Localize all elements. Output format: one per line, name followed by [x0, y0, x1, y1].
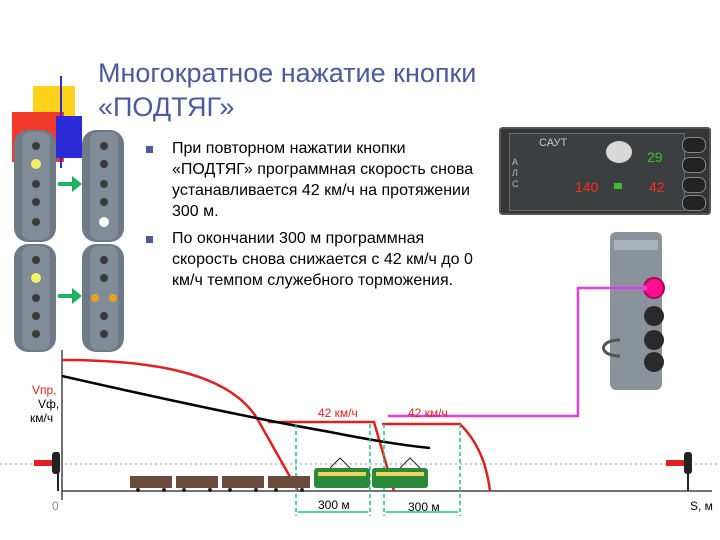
freight-wagons: [130, 476, 310, 492]
wayside-signal-right: [666, 452, 692, 491]
y-label-vf: Vф,: [38, 397, 60, 411]
saut-panel: САУТ АЛС 29 140 42: [499, 127, 711, 215]
speed-label-2: 42 км/ч: [408, 406, 448, 420]
link-dot: [641, 285, 647, 291]
decor-vertical-line: [60, 76, 62, 168]
bullet-item-2: По окончании 300 м программная скорость …: [146, 228, 481, 291]
page-title: Многократное нажатие кнопки «ПОДТЯГ»: [98, 56, 568, 124]
panel-button-2[interactable]: [682, 157, 706, 173]
speed-red-right-readout: 42: [649, 179, 665, 195]
signal-lamp-unit-1: [14, 130, 56, 242]
control-button-box: [602, 232, 665, 390]
saut-side-label: АЛС: [512, 157, 519, 189]
bullet-item-1: При повторном нажатии кнопки «ПОДТЯГ» пр…: [146, 138, 481, 222]
title-line-2: «ПОДТЯГ»: [98, 92, 235, 122]
arrow-right-icon: [58, 288, 82, 304]
distance-label-1: 300 м: [318, 498, 350, 512]
box-button-3: [644, 330, 664, 350]
speed-label-1: 42 км/ч: [318, 406, 358, 420]
locomotive: [314, 457, 428, 488]
saut-label: САУТ: [539, 137, 568, 149]
title-line-1: Многократное нажатие кнопки: [98, 58, 477, 88]
triangle-indicator-icon: [606, 141, 632, 163]
signal-lamp-unit-4: [82, 244, 124, 352]
panel-button-3[interactable]: [682, 177, 706, 193]
box-button-2: [644, 306, 664, 326]
distance-label-2: 300 м: [408, 500, 440, 514]
bullet-list: При повторном нажатии кнопки «ПОДТЯГ» пр…: [146, 138, 481, 297]
signal-lamp-unit-2: [82, 130, 124, 242]
y-label-vpr: Vпр,: [32, 383, 57, 397]
box-button-4: [644, 352, 664, 372]
program-speed-curve: [61, 358, 300, 492]
panel-button-1[interactable]: [682, 137, 706, 153]
panel-button-4[interactable]: [682, 195, 706, 211]
y-label-unit: км/ч: [30, 411, 54, 425]
x-axis-label: S, м: [690, 499, 713, 513]
actual-speed-curve: [61, 374, 431, 450]
wayside-signal-left: [34, 452, 60, 491]
link-line: [388, 286, 644, 418]
signal-lamp-unit-3: [14, 244, 56, 352]
speed-red-left-readout: 140: [575, 179, 599, 195]
green-lamp: [614, 183, 622, 189]
saut-panel-inner: [509, 133, 685, 211]
origin-label: 0: [52, 499, 59, 513]
arrow-right-icon: [58, 176, 82, 192]
speed-green-readout: 29: [647, 149, 663, 165]
